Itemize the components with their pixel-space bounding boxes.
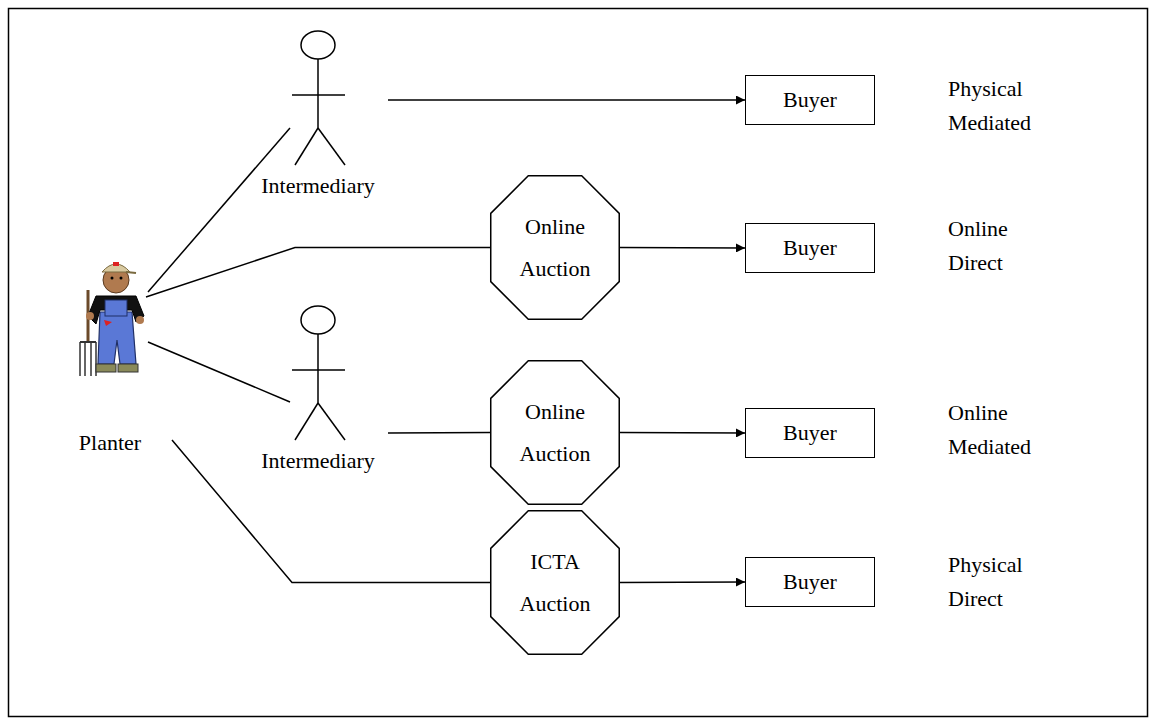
- auction-octagon: ICTA Auction: [490, 510, 620, 655]
- node-label: Online Auction: [505, 391, 605, 475]
- connector: [620, 432, 745, 434]
- buyer-box: Buyer: [745, 408, 875, 458]
- actor-name: Planter: [58, 429, 162, 457]
- octagon-outline: [490, 360, 620, 505]
- auction-octagon: Online Auction: [490, 360, 620, 505]
- connector: [620, 581, 745, 583]
- outer-border: [9, 9, 1148, 717]
- connector: [172, 440, 490, 583]
- connector: [620, 247, 745, 249]
- channel-label: Online Mediated: [948, 396, 1048, 464]
- actor-name: Intermediary: [251, 172, 385, 200]
- buyer-box: Buyer: [745, 75, 875, 125]
- connector: [148, 342, 290, 402]
- actor-figure: Intermediary: [251, 28, 385, 200]
- channel-label: Online Direct: [948, 212, 1048, 280]
- node-label: Online Auction: [505, 206, 605, 290]
- octagon-outline: [490, 175, 620, 320]
- stick-figure: [253, 303, 383, 443]
- node-label: Buyer: [783, 86, 837, 114]
- connector: [388, 432, 490, 434]
- connector: [388, 99, 745, 101]
- buyer-box: Buyer: [745, 223, 875, 273]
- node-label: Buyer: [783, 419, 837, 447]
- connector: [148, 128, 290, 292]
- node-label: Buyer: [783, 234, 837, 262]
- channel-label: Physical Direct: [948, 548, 1048, 616]
- stick-figure: [253, 28, 383, 168]
- actor-figure: Intermediary: [251, 303, 385, 475]
- octagon-outline: [490, 510, 620, 655]
- planter-figure: Planter: [58, 252, 162, 457]
- node-label: Buyer: [783, 568, 837, 596]
- connector: [146, 248, 490, 298]
- buyer-box: Buyer: [745, 557, 875, 607]
- auction-octagon: Online Auction: [490, 175, 620, 320]
- channel-label: Physical Mediated: [948, 72, 1048, 140]
- actor-name: Intermediary: [251, 447, 385, 475]
- farmer-illustration: [60, 252, 160, 387]
- node-label: ICTA Auction: [505, 541, 605, 625]
